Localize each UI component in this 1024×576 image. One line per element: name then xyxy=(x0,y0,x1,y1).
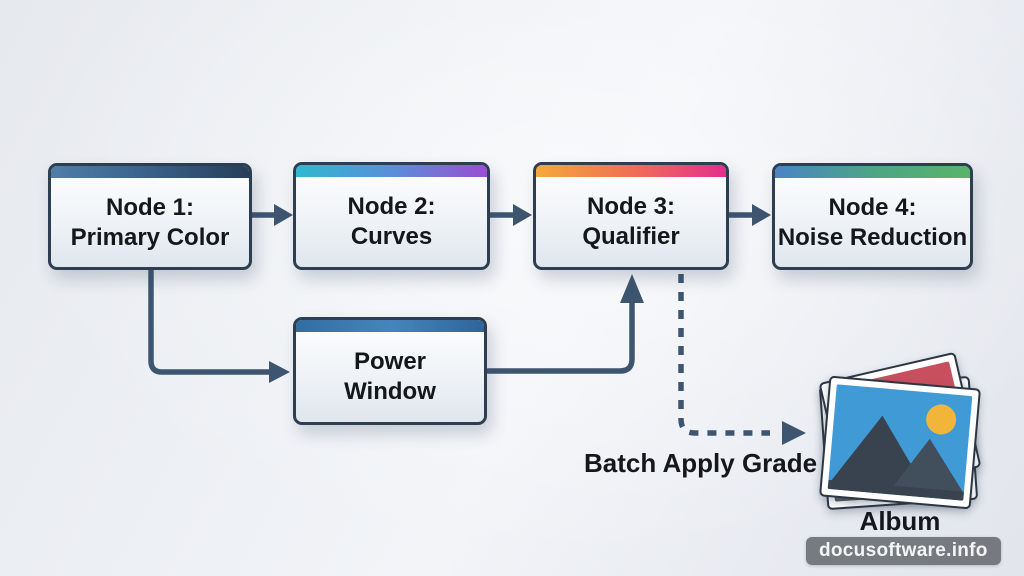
node-title-line2: Window xyxy=(344,378,436,405)
watermark-badge: docusoftware.info xyxy=(806,537,1001,565)
node-header-bar xyxy=(296,165,487,177)
node-title-line1: Node 1: xyxy=(105,193,194,221)
batch-apply-grade-label: Batch Apply Grade xyxy=(584,448,818,478)
arrowhead-album xyxy=(782,421,806,445)
node-curves: Node 2: Curves xyxy=(293,162,490,270)
node-title: Node 4: Noise Reduction xyxy=(775,178,970,267)
node-title-line1: Node 2: xyxy=(347,193,436,221)
connector-node3-album-dashed xyxy=(678,274,770,436)
node-title-line2: Noise Reduction xyxy=(777,223,968,251)
arrowhead-node2 xyxy=(274,204,293,226)
node-qualifier: Node 3: Qualifier xyxy=(533,162,729,270)
watermark-text: docusoftware.info xyxy=(819,540,988,561)
connector-powerwindow-node3 xyxy=(485,300,635,374)
arrowhead-node4 xyxy=(752,204,771,226)
node-title-line1: Power xyxy=(353,348,427,376)
node-title-line1: Node 3: xyxy=(586,193,675,221)
node-title-line2: Primary Color xyxy=(70,223,230,251)
node-power-window: Power Window xyxy=(293,317,487,425)
photo-front-landscape xyxy=(819,375,981,510)
connector-node1-powerwindow xyxy=(148,268,272,375)
sun-icon xyxy=(924,403,958,436)
arrowhead-node3 xyxy=(513,204,532,226)
arrowhead-node3-bottom xyxy=(620,274,644,303)
node-title-line2: Curves xyxy=(350,223,433,250)
photo-front-content xyxy=(827,384,973,501)
node-title-line1: Node 4: xyxy=(828,193,917,221)
node-noise-reduction: Node 4: Noise Reduction xyxy=(772,163,973,270)
node-primary-color: Node 1: Primary Color xyxy=(48,163,252,270)
node-header-bar xyxy=(51,166,249,178)
node-header-bar xyxy=(536,165,726,177)
album-label: Album xyxy=(859,506,941,536)
node-title-line2: Qualifier xyxy=(582,223,680,250)
node-title: Node 1: Primary Color xyxy=(51,178,249,267)
node-title: Node 3: Qualifier xyxy=(536,177,726,267)
arrowhead-powerwindow xyxy=(269,361,290,383)
album-photo-stack-icon xyxy=(818,351,982,514)
node-title: Node 2: Curves xyxy=(296,177,487,267)
node-header-bar xyxy=(775,166,970,178)
node-header-bar xyxy=(296,320,484,332)
node-title: Power Window xyxy=(296,332,484,422)
